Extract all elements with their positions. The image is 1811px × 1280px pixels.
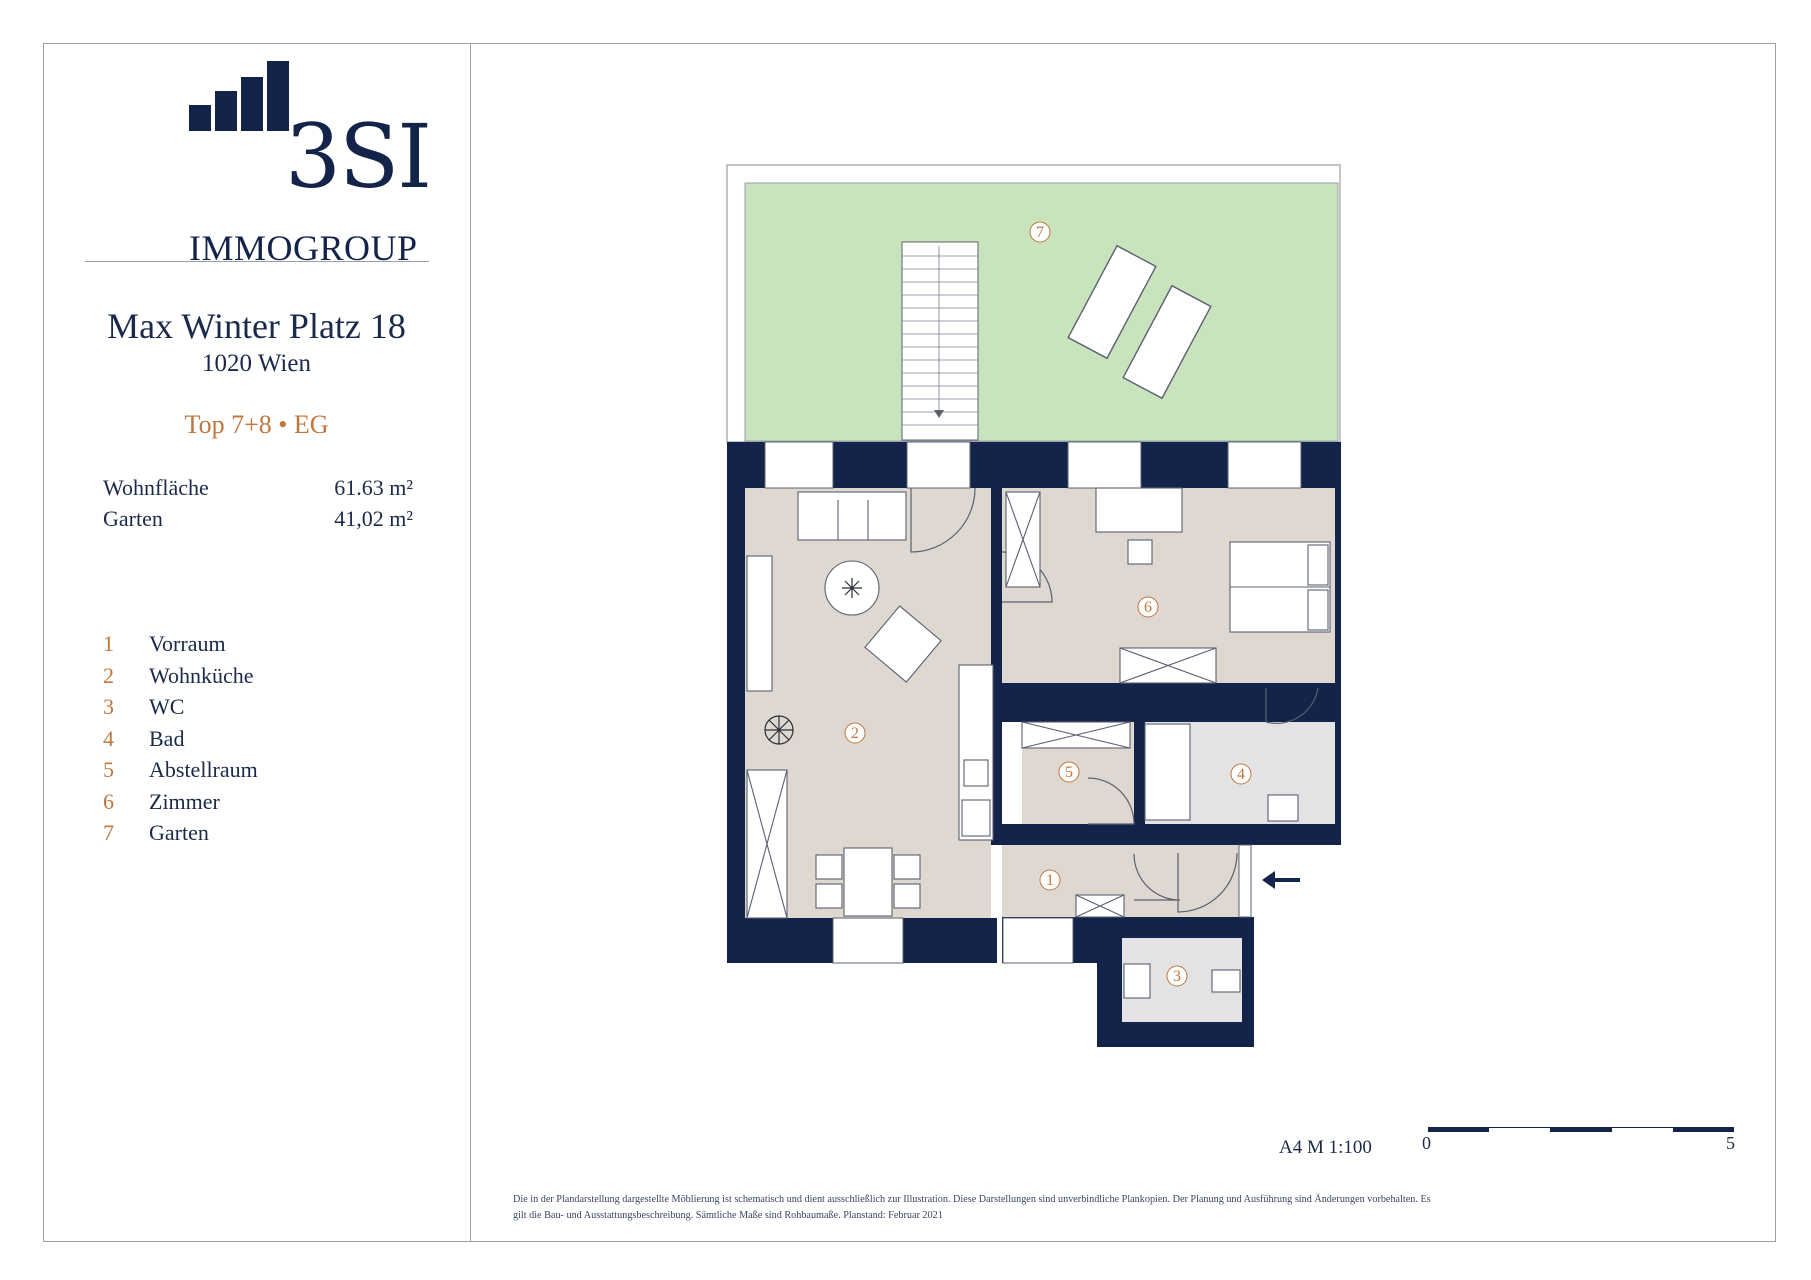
legend-number: 4 [103,725,114,751]
sink-icon [1267,794,1299,822]
area-value: 41,02 m² [334,506,413,531]
stairs-icon [901,241,979,441]
legend-name: Abstellraum [149,757,258,782]
marker-5: 5 [1065,764,1073,781]
stove-icon [961,799,991,837]
legend-number: 3 [103,694,114,719]
legend-name: Bad [149,725,185,751]
legend-number: 6 [103,788,114,814]
sidebar-divider [85,261,429,262]
marker-3: 3 [1173,968,1181,985]
scale-start: 0 [1422,1133,1431,1153]
marker-7: 7 [1036,224,1044,241]
legend-number: 2 [103,662,114,688]
legend-number: 7 [103,820,114,845]
toilet-icon [1211,969,1241,993]
room-markers: 1 2 3 4 5 6 7 [844,221,1252,987]
entrance-arrow-icon [1262,871,1300,889]
marker-2: 2 [851,725,859,742]
area-value: 61.63 m² [334,475,413,500]
legend-name: Wohnküche [149,662,254,688]
page-frame [43,43,1776,1242]
scale-bar [1428,1127,1734,1132]
legend-number: 1 [103,631,114,656]
info-sidebar: 3SI IMMOGROUP Max Winter Platz 18 1020 W… [43,43,471,1242]
scale-label: A4 M 1:100 [1279,1137,1372,1158]
shelf-icon [746,555,773,692]
disclaimer-text: Die in der Plandarstellung dargestellte … [513,1192,1433,1224]
legend-name: WC [149,694,185,719]
area-row-living: Wohnfläche 61.63 m² [103,475,413,501]
armchair-icon [864,605,942,683]
company-logo: 3SI IMMOGROUP [143,61,432,268]
legend-name: Zimmer [149,788,220,814]
area-label: Garten [103,506,163,531]
property-city: 1020 Wien [202,350,311,377]
legend-number: 5 [103,757,114,782]
plant-icon [764,578,862,745]
area-label: Wohnfläche [103,475,209,500]
desk-icon [1095,487,1183,533]
sofa-icon [797,491,907,541]
dining-table-icon [843,847,893,917]
marker-6: 6 [1144,599,1152,616]
scale-end: 5 [1726,1133,1735,1153]
furniture [746,487,1331,999]
marker-1: 1 [1046,872,1054,889]
shower-icon [1144,723,1191,821]
logo-mark: 3SI [285,105,432,208]
chair-icon [1127,539,1153,565]
disclaimer-line: gilt die Bau- und Ausstattungsbeschreibu… [513,1210,943,1221]
marker-4: 4 [1237,766,1245,783]
sun-lounger-icon [1067,244,1212,400]
legend-name: Garten [149,820,209,845]
property-street: Max Winter Platz 18 [107,306,406,346]
legend-name: Vorraum [149,631,226,656]
area-row-garden: Garten 41,02 m² [103,506,413,532]
wc-sink-icon [1123,963,1151,999]
windows [764,441,1302,964]
unit-label: Top 7+8 • EG [184,410,329,439]
disclaimer-line: Die in der Plandarstellung dargestellte … [513,1194,1431,1205]
